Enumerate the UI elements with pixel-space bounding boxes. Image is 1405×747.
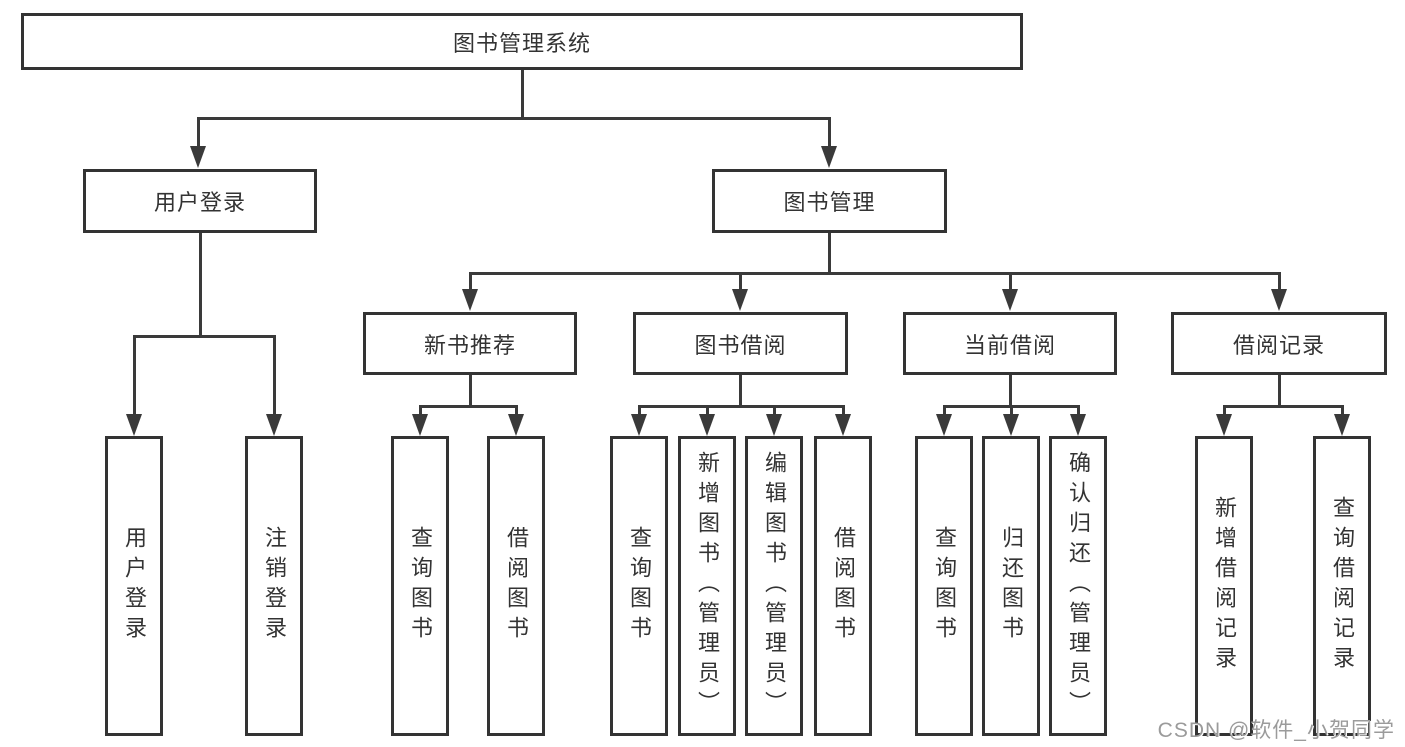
node-book-borrow: 图书借阅 xyxy=(633,312,848,375)
leaf-confirm-return-admin: 确认归还（管理员） xyxy=(1049,436,1107,736)
connector-drop-query-books-3 xyxy=(942,404,946,416)
leaf-query-books-2-label: 查询图书 xyxy=(627,526,652,646)
connector-drop-borrow-books-1 xyxy=(514,404,518,416)
arrow-borrow-records xyxy=(1271,289,1287,311)
connector-drop-user-login xyxy=(196,116,200,148)
connector-drop-borrow-books-2 xyxy=(841,404,845,416)
leaf-add-borrow-record: 新增借阅记录 xyxy=(1195,436,1253,736)
arrow-new-book xyxy=(462,289,478,311)
connector-drop-edit-book xyxy=(772,404,776,416)
leaf-borrow-books-2-label: 借阅图书 xyxy=(831,526,856,646)
node-user-login-label: 用户登录 xyxy=(153,190,246,215)
arrow-query-books-2 xyxy=(631,414,647,436)
connector-root-stem xyxy=(520,69,524,118)
node-book-management: 图书管理 xyxy=(712,169,947,233)
arrow-add-book xyxy=(699,414,715,436)
leaf-add-book-admin-label: 新增图书（管理员） xyxy=(695,451,720,721)
arrow-leaf-logout xyxy=(266,414,282,436)
node-borrow-records: 借阅记录 xyxy=(1171,312,1387,375)
connector-borrow-records-rail xyxy=(1222,404,1344,408)
leaf-query-borrow-record-label: 查询借阅记录 xyxy=(1330,496,1355,676)
connector-book-borrow-rail xyxy=(637,404,845,408)
arrow-borrow-books-1 xyxy=(508,414,524,436)
node-user-login: 用户登录 xyxy=(83,169,317,233)
connector-drop-add-record xyxy=(1222,404,1226,416)
connector-book-management-stem xyxy=(828,233,831,275)
connector-new-book-stem xyxy=(468,375,472,407)
node-root-label: 图书管理系统 xyxy=(452,30,591,56)
connector-book-borrow-stem xyxy=(738,374,742,407)
node-borrow-records-label: 借阅记录 xyxy=(1232,332,1325,358)
arrow-query-books-1 xyxy=(412,414,428,436)
connector-borrow-records-stem xyxy=(1277,375,1281,407)
leaf-query-books-3: 查询图书 xyxy=(915,436,973,736)
node-book-borrow-label: 图书借阅 xyxy=(694,332,787,358)
connector-new-book-rail xyxy=(418,404,518,408)
connector-drop-add-book xyxy=(705,404,709,416)
connector-drop-return-books xyxy=(1009,404,1013,416)
leaf-add-book-admin: 新增图书（管理员） xyxy=(678,436,736,736)
node-root-system: 图书管理系统 xyxy=(21,13,1023,70)
leaf-add-borrow-record-label: 新增借阅记录 xyxy=(1212,496,1237,676)
leaf-confirm-return-admin-label: 确认归还（管理员） xyxy=(1066,451,1091,721)
connector-drop-query-books-2 xyxy=(637,404,641,416)
arrow-borrow-books-2 xyxy=(835,414,851,436)
arrow-add-record xyxy=(1216,414,1232,436)
connector-drop-leaf-logout xyxy=(272,334,276,416)
leaf-user-login: 用户登录 xyxy=(105,436,163,736)
leaf-logout-label: 注销登录 xyxy=(262,526,287,646)
leaf-query-borrow-record: 查询借阅记录 xyxy=(1313,436,1371,736)
connector-drop-new-book xyxy=(468,271,472,291)
connector-drop-query-books-1 xyxy=(418,404,422,416)
leaf-borrow-books-1-label: 借阅图书 xyxy=(504,526,529,646)
leaf-edit-book-admin-label: 编辑图书（管理员） xyxy=(762,451,787,721)
arrow-leaf-user-login xyxy=(126,414,142,436)
node-new-book-recommend: 新书推荐 xyxy=(363,312,577,375)
connector-drop-leaf-user-login xyxy=(132,334,136,416)
arrow-return-books xyxy=(1003,414,1019,436)
connector-current-borrow-stem xyxy=(1008,374,1012,407)
leaf-user-login-label: 用户登录 xyxy=(122,526,147,646)
connector-drop-book-borrow xyxy=(738,271,742,291)
leaf-return-books: 归还图书 xyxy=(982,436,1040,736)
connector-drop-borrow-records xyxy=(1277,271,1281,291)
connector-drop-book-management xyxy=(827,116,831,148)
arrow-book-borrow xyxy=(732,289,748,311)
leaf-edit-book-admin: 编辑图书（管理员） xyxy=(745,436,803,736)
connector-drop-current-borrow xyxy=(1008,271,1012,291)
arrow-query-books-3 xyxy=(936,414,952,436)
arrow-confirm-return xyxy=(1070,414,1086,436)
leaf-borrow-books-2: 借阅图书 xyxy=(814,436,872,736)
arrow-book-management xyxy=(821,146,837,168)
watermark: CSDN @软件_小贺同学 xyxy=(1157,719,1395,742)
leaf-query-books-2: 查询图书 xyxy=(610,436,668,736)
leaf-logout: 注销登录 xyxy=(245,436,303,736)
node-current-borrow-label: 当前借阅 xyxy=(963,332,1056,358)
leaf-borrow-books-1: 借阅图书 xyxy=(487,436,545,736)
arrow-edit-book xyxy=(766,414,782,436)
connector-drop-confirm-return xyxy=(1076,404,1080,416)
leaf-return-books-label: 归还图书 xyxy=(999,526,1024,646)
leaf-query-books-1-label: 查询图书 xyxy=(408,526,433,646)
arrow-user-login xyxy=(190,146,206,168)
connector-user-login-stem xyxy=(198,233,202,336)
connector-level3-rail xyxy=(468,271,1281,275)
connector-level2-rail xyxy=(196,116,831,120)
leaf-query-books-1: 查询图书 xyxy=(391,436,449,736)
connector-drop-query-record xyxy=(1340,404,1344,416)
connector-user-login-rail xyxy=(132,334,276,338)
node-book-management-label: 图书管理 xyxy=(783,190,876,215)
arrow-current-borrow xyxy=(1002,289,1018,311)
node-new-book-recommend-label: 新书推荐 xyxy=(423,332,516,358)
leaf-query-books-3-label: 查询图书 xyxy=(932,526,957,646)
node-current-borrow: 当前借阅 xyxy=(903,312,1117,375)
arrow-query-record xyxy=(1334,414,1350,436)
